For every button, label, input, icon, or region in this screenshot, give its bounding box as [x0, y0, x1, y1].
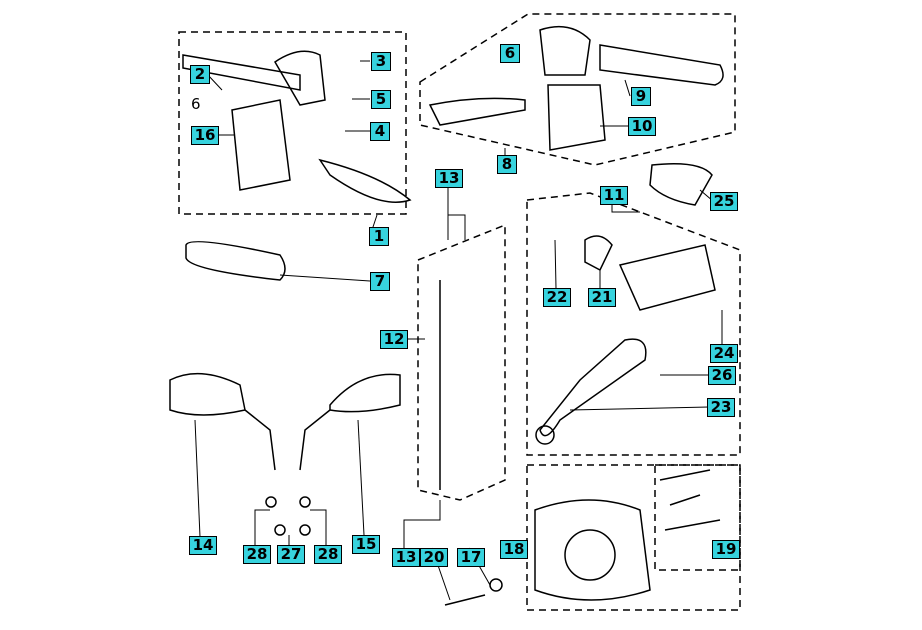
- part-label-23: 23: [707, 398, 735, 417]
- part-label-12: 12: [380, 330, 408, 349]
- part-label-4: 4: [370, 122, 390, 141]
- part-label-21: 21: [588, 288, 616, 307]
- part-label-11: 11: [600, 186, 628, 205]
- part-label-24: 24: [710, 344, 738, 363]
- assembly-boundaries: [178, 13, 741, 611]
- part-sketches: [169, 25, 724, 606]
- part-label-9: 9: [631, 87, 651, 106]
- part-label-16: 16: [191, 126, 219, 145]
- part-label-5: 5: [371, 90, 391, 109]
- part-label-17: 17: [457, 548, 485, 567]
- part-label-7: 7: [370, 272, 390, 291]
- part-label-1: 1: [369, 227, 389, 246]
- part-label-15: 15: [352, 535, 380, 554]
- part-label-8: 8: [497, 155, 517, 174]
- part-label-28-left: 28: [243, 545, 271, 564]
- part-label-19: 19: [712, 540, 740, 559]
- part-label-13-bottom: 13: [392, 548, 420, 567]
- part-label-14: 14: [189, 536, 217, 555]
- part-label-27: 27: [277, 545, 305, 564]
- part-label-10: 10: [628, 117, 656, 136]
- leader-lines: [194, 60, 723, 601]
- part-label-22: 22: [543, 288, 571, 307]
- part-label-6-plain: 6: [191, 95, 201, 113]
- part-label-25: 25: [710, 192, 738, 211]
- part-label-3: 3: [371, 52, 391, 71]
- part-label-6: 6: [500, 44, 520, 63]
- part-label-2: 2: [190, 65, 210, 84]
- part-label-18: 18: [500, 540, 528, 559]
- part-label-20: 20: [420, 548, 448, 567]
- part-label-28-right: 28: [314, 545, 342, 564]
- part-label-26: 26: [708, 366, 736, 385]
- part-label-13-top: 13: [435, 169, 463, 188]
